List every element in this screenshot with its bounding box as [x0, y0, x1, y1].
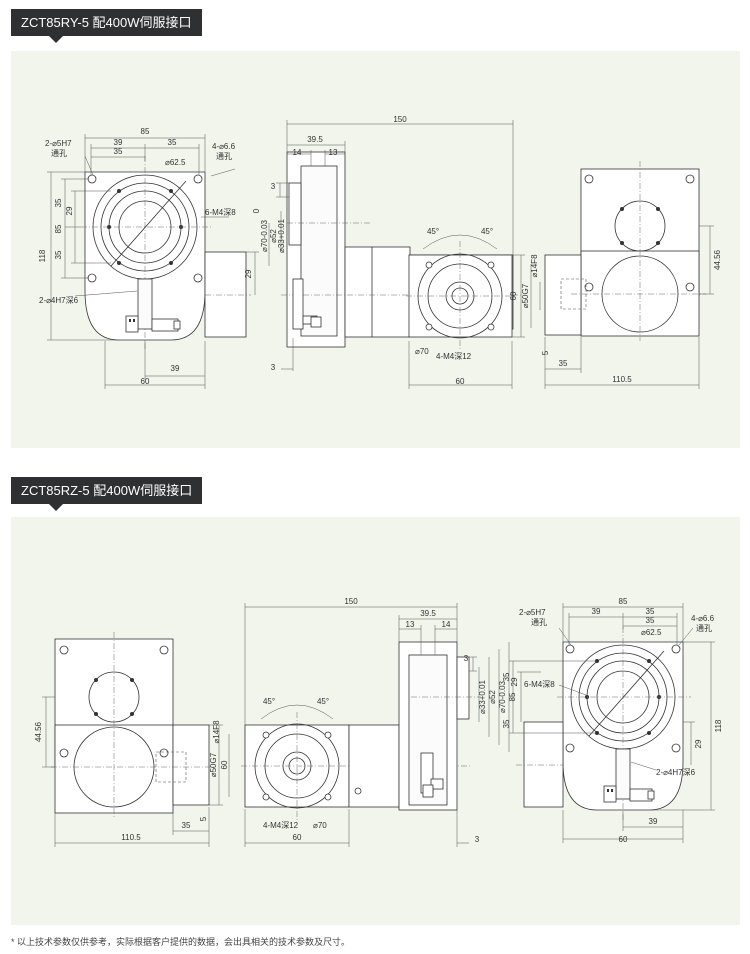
s1-rear-35: 35	[559, 359, 568, 368]
s2-flange-70: ⌀70	[313, 821, 327, 830]
s1-flange-45a: 45°	[427, 227, 439, 236]
footnote: * 以上技术参数仅供参考，实际根据客户提供的数据，会出具相关的技术参数及尺寸。	[11, 937, 351, 947]
s1-rear-5: 5	[541, 350, 550, 355]
s1-dim-39: 39	[114, 138, 123, 147]
s1-hole-top: 2-⌀5H7	[45, 139, 72, 148]
s2-side-395: 39.5	[420, 609, 436, 618]
s1-dim-118: 118	[38, 249, 47, 262]
s2-side-14: 14	[442, 620, 451, 629]
s2-top-85: 85	[619, 597, 628, 606]
s2-top-hole: 2-⌀5H7	[519, 608, 546, 617]
s2-top-hole-right2: 通孔	[696, 623, 712, 633]
s1-m4: 6-M4深8	[205, 208, 236, 217]
s1-hole-top2: 通孔	[51, 148, 67, 158]
s1-dim-85v: 85	[54, 224, 63, 233]
s1-flange-70: ⌀70	[415, 347, 429, 356]
s1-flange-60v: 60	[509, 291, 518, 300]
s2-view-rear: 44.56 110.5 35 5 ⌀50G7 60 ⌀14F8	[34, 632, 230, 847]
s1-dim-29v: 29	[65, 206, 74, 215]
s1-side-3b: 3	[271, 363, 276, 372]
s1-dim-35v: 35	[54, 198, 63, 207]
section2-drawing: 44.56 110.5 35 5 ⌀50G7 60 ⌀14F8	[34, 597, 723, 847]
s2-flange-45a: 45°	[263, 697, 275, 706]
s2-side-150: 150	[344, 597, 358, 606]
section2-title-tab: ZCT85RZ-5 配400W伺服接口	[11, 477, 203, 511]
s2-top-hole2: 通孔	[531, 617, 547, 627]
s1-rear-1105: 110.5	[612, 375, 632, 384]
section1-title-tab: ZCT85RY-5 配400W伺服接口	[11, 9, 202, 43]
s1-dim-60b: 60	[141, 377, 150, 386]
s2-rear-5: 5	[199, 816, 208, 821]
s2-top-39: 39	[592, 607, 601, 616]
s1-side-150: 150	[393, 115, 407, 124]
s1-dia-62: ⌀62.5	[165, 158, 186, 167]
s1-dim-35v2: 35	[54, 250, 63, 259]
s1-side-3a: 3	[271, 182, 276, 191]
s2-top-m4: 6-M4深8	[524, 680, 555, 689]
s1-bottom-hole: 2-⌀4H7深6	[39, 296, 79, 305]
s1-hole-right: 4-⌀6.6	[212, 142, 236, 151]
section1-drawing-panel: 85 39 35 35 2-⌀5H7 通孔 4-⌀6.6 通孔 ⌀62.5 6-…	[11, 51, 740, 448]
s1-side-33: ⌀33+0.01	[277, 218, 286, 253]
section1-drawing: 85 39 35 35 2-⌀5H7 通孔 4-⌀6.6 通孔 ⌀62.5 6-…	[38, 115, 722, 389]
s1-hole-right2: 通孔	[216, 151, 232, 161]
s1-side-14: 14	[293, 148, 302, 157]
s2-view-top: 85 39 35 35 2-⌀5H7 通孔 4-⌀6.6 通孔 ⌀62.5 6-…	[502, 597, 723, 844]
section1-title: ZCT85RY-5 配400W伺服接口	[21, 15, 192, 30]
s2-top-35a: 35	[646, 607, 655, 616]
s2-top-29r: 29	[694, 739, 703, 748]
s2-top-35b: 35	[646, 616, 655, 625]
s2-top-62: ⌀62.5	[641, 628, 662, 637]
s1-dim-29r: 29	[244, 269, 253, 278]
s2-top-hole-right: 4-⌀6.6	[691, 614, 715, 623]
s1-side-395: 39.5	[307, 135, 323, 144]
s2-top-118: 118	[714, 719, 723, 732]
s1-flange-m4: 4-M4深12	[436, 352, 472, 361]
section2-drawing-panel: 44.56 110.5 35 5 ⌀50G7 60 ⌀14F8	[11, 517, 740, 925]
s2-top-35v: 35	[502, 672, 511, 681]
s1-flange-50: ⌀50G7	[521, 283, 530, 308]
s2-rear-14: ⌀14F8	[212, 720, 221, 744]
section2-title: ZCT85RZ-5 配400W伺服接口	[21, 483, 193, 498]
s2-rear-1105: 110.5	[121, 833, 141, 842]
s2-top-bottom-hole: 2-⌀4H7深6	[656, 768, 696, 777]
s1-dim-85: 85	[141, 127, 150, 136]
s2-top-35v2: 35	[502, 719, 511, 728]
s1-flange-45b: 45°	[481, 227, 493, 236]
s1-rear-4456: 44.56	[713, 249, 722, 270]
s2-side-52: ⌀52	[488, 690, 497, 704]
s2-side-3a: 3	[464, 654, 469, 663]
s2-side-13: 13	[406, 620, 415, 629]
s1-dim-39b: 39	[171, 364, 180, 373]
s2-rear-60v: 60	[220, 760, 229, 769]
s2-view-side: 150 39.5 13 14 3 3 ⌀33+0.01 ⌀52 ⌀70-0.03…	[241, 597, 517, 847]
s1-side-0: 0	[252, 208, 261, 213]
s2-top-60b: 60	[619, 835, 628, 844]
s2-side-70: ⌀70-0.03	[498, 680, 507, 713]
s2-rear-50: ⌀50G7	[209, 752, 218, 777]
s1-view-flange: 45° 45° ⌀70 4-M4深12 60 60 ⌀50G7 ⌀14F8	[406, 227, 541, 389]
s2-flange-60: 60	[293, 833, 302, 842]
s2-side-3b: 3	[475, 835, 480, 844]
s1-flange-14: ⌀14F8	[530, 254, 539, 278]
s1-side-13: 13	[329, 148, 338, 157]
s1-view-rear: 44.56 35 110.5 5	[541, 161, 722, 389]
s2-rear-35: 35	[182, 821, 191, 830]
s2-flange-m4: 4-M4深12	[263, 821, 299, 830]
s1-side-70: ⌀70-0.03	[260, 219, 269, 252]
s1-dim-35a: 35	[168, 138, 177, 147]
s1-side-52: ⌀52	[269, 229, 278, 243]
s2-top-29v: 29	[510, 677, 519, 686]
s1-dim-35b: 35	[114, 147, 123, 156]
s2-side-33: ⌀33+0.01	[478, 679, 487, 714]
s2-flange-45b: 45°	[317, 697, 329, 706]
s2-rear-4456: 44.56	[34, 721, 43, 742]
s1-flange-60: 60	[456, 377, 465, 386]
s1-view-top: 85 39 35 35 2-⌀5H7 通孔 4-⌀6.6 通孔 ⌀62.5 6-…	[38, 127, 259, 389]
s2-side-85: 85	[508, 692, 517, 701]
s2-top-39b: 39	[649, 817, 658, 826]
